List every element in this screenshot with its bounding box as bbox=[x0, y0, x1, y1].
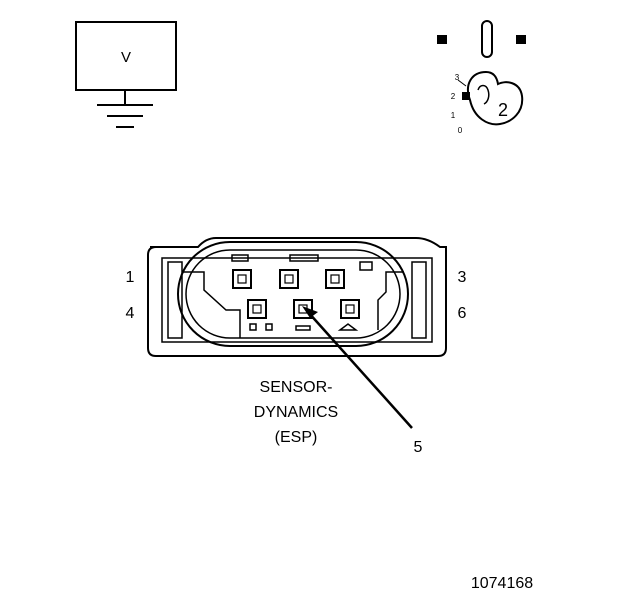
switch-position-0: 0 bbox=[458, 126, 463, 135]
switch-position-3: 3 bbox=[455, 73, 460, 82]
connector-inner-frame bbox=[161, 257, 433, 343]
pin-1 bbox=[232, 269, 252, 289]
pin-2 bbox=[279, 269, 299, 289]
voltmeter bbox=[75, 21, 177, 128]
connector-face bbox=[177, 241, 409, 347]
connector-caption-line-2: DYNAMICS bbox=[254, 404, 338, 421]
left-keyway bbox=[182, 271, 241, 338]
arrow-head-icon bbox=[302, 306, 318, 318]
pin-4 bbox=[247, 299, 267, 319]
switch-position-2: 2 bbox=[451, 92, 456, 101]
pin-5-leader bbox=[302, 306, 413, 429]
connector-housing bbox=[147, 237, 447, 357]
pin-label-5: 5 bbox=[414, 439, 423, 456]
pin-label-1: 1 bbox=[126, 269, 135, 286]
ground-icon bbox=[97, 104, 153, 128]
pin-6 bbox=[340, 299, 360, 319]
pin-label-3: 3 bbox=[458, 269, 467, 286]
pin-label-6: 6 bbox=[458, 305, 467, 322]
pin-3 bbox=[325, 269, 345, 289]
connector-pins bbox=[232, 269, 360, 319]
connector-caption-line-1: SENSOR- bbox=[260, 379, 333, 396]
figure-number: 1074168 bbox=[471, 575, 533, 592]
switch-position-1: 1 bbox=[451, 111, 456, 120]
connector-caption-line-3: (ESP) bbox=[275, 429, 318, 446]
switch-selected-position: 2 bbox=[498, 100, 508, 120]
connector bbox=[147, 237, 447, 357]
ignition-switch-icon bbox=[437, 20, 526, 126]
connector-face-inner bbox=[185, 249, 401, 339]
voltmeter-label: V bbox=[121, 49, 131, 66]
pin-label-4: 4 bbox=[126, 305, 135, 322]
right-keyway bbox=[377, 271, 404, 330]
